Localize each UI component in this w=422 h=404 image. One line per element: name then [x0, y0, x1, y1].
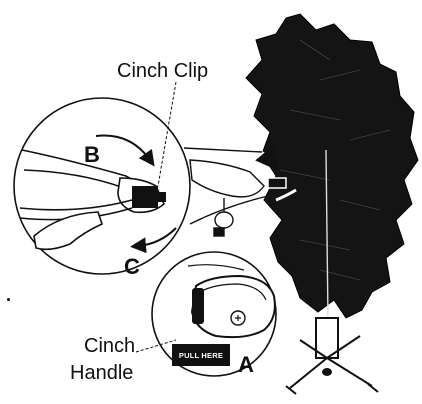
step-letter-a: A	[238, 352, 254, 378]
pull-here-tag: PULL HERE	[172, 344, 230, 366]
cinch-handle	[192, 276, 275, 337]
label-cinch-handle-line2: Handle	[70, 362, 133, 385]
cinch-clip-on-tree	[268, 178, 286, 188]
tree-foliage	[246, 14, 418, 318]
tree-stand	[286, 318, 378, 394]
stray-dot	[7, 298, 10, 301]
cinch-clip	[132, 186, 158, 208]
hand-at-tree	[190, 160, 264, 197]
step-letter-b: B	[84, 142, 100, 168]
label-cinch-handle-line1: Cinch	[84, 335, 135, 358]
cinch-handle-small	[214, 198, 233, 236]
step-letter-c: C	[124, 254, 140, 280]
label-cinch-clip: Cinch Clip	[117, 60, 208, 83]
detail-circle-bc	[14, 98, 190, 274]
